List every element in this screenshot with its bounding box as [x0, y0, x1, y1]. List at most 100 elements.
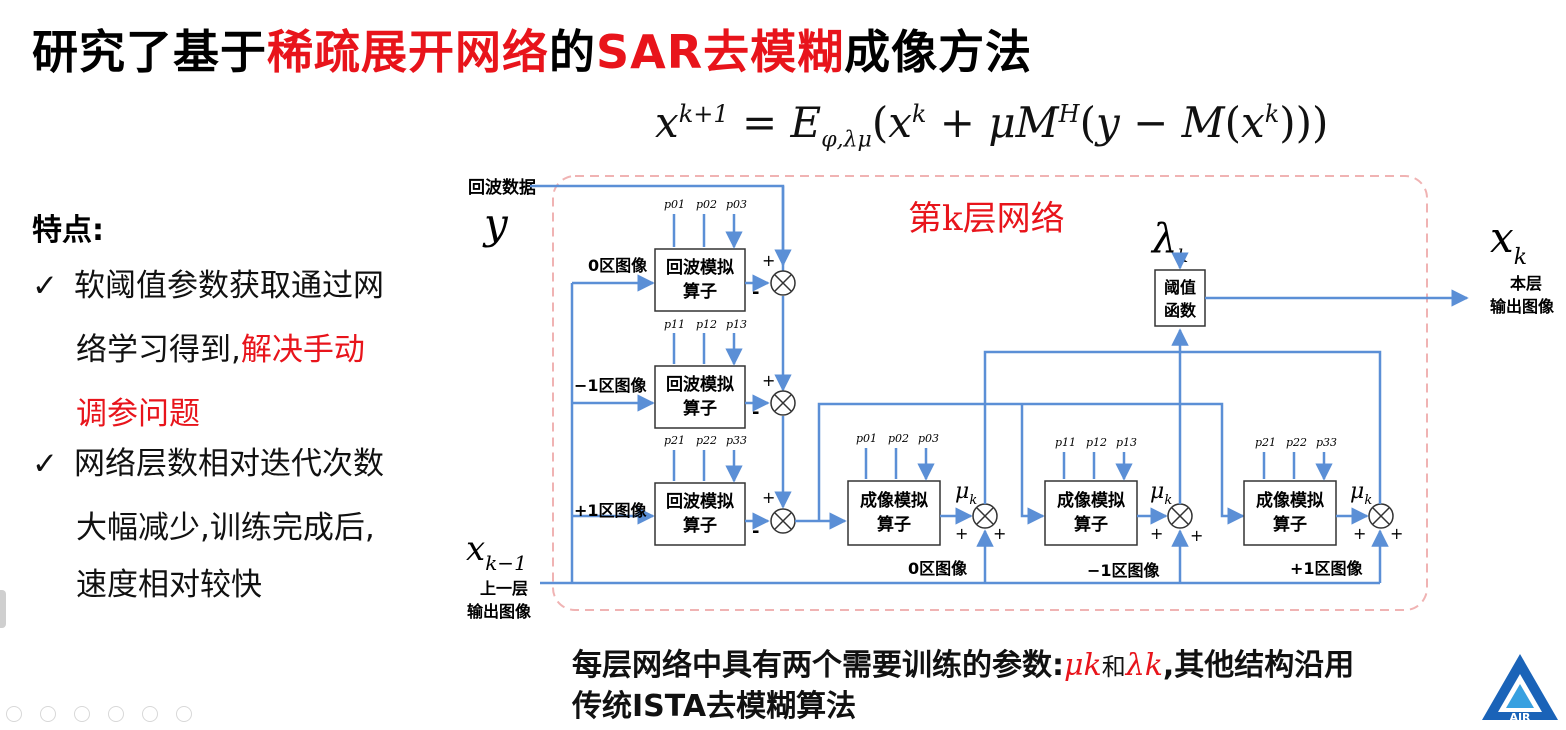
svg-text:+: +: [1150, 524, 1163, 543]
check-icon: ✓: [32, 268, 58, 304]
svg-text:p12: p12: [1086, 436, 1107, 449]
svg-text:p12: p12: [696, 318, 717, 331]
slide-title: 研究了基于稀疏展开网络的SAR去模糊成像方法: [32, 16, 1032, 82]
feature-2-line-1: 网络层数相对迭代次数: [74, 446, 384, 482]
svg-text:+: +: [955, 524, 968, 543]
title-highlight1: 稀疏展开网络: [267, 25, 549, 79]
prev-label-1: 上一层: [480, 579, 528, 598]
lambda-label: λk: [1150, 216, 1188, 267]
input-symbol-y: y: [482, 199, 509, 248]
mu-label-0: μk: [955, 479, 977, 508]
svg-text:p02: p02: [888, 432, 909, 445]
next-icon[interactable]: [40, 706, 56, 722]
title-highlight2: SAR去模糊: [596, 25, 845, 79]
echo-operator-box-plus1: 回波模拟 算子: [654, 482, 746, 546]
svg-text:成像模拟: 成像模拟: [860, 490, 928, 511]
feature-1-line-3: 调参问题: [76, 382, 200, 446]
echo-operator-box-0: 回波模拟 算子: [654, 248, 746, 312]
features-heading: 特点:: [32, 213, 104, 248]
svg-text:成像模拟: 成像模拟: [1057, 490, 1125, 511]
title-part2: 的: [549, 25, 596, 79]
svg-text:算子: 算子: [1073, 514, 1108, 535]
svg-text:+: +: [1190, 526, 1203, 545]
svg-text:算子: 算子: [682, 398, 717, 419]
svg-text:+: +: [1390, 524, 1403, 543]
svg-text:回波模拟: 回波模拟: [666, 257, 734, 278]
svg-text:p13: p13: [726, 318, 747, 331]
svg-text:p11: p11: [664, 318, 685, 331]
caption-line-1: 每层网络中具有两个需要训练的参数:μk和λk,其他结构沿用: [572, 648, 1355, 683]
air-logo: AIR: [1482, 654, 1558, 724]
layer-boundary: [552, 175, 1428, 611]
svg-text:p22: p22: [696, 434, 717, 447]
svg-text:p11: p11: [1055, 436, 1076, 449]
imaging-operator-box-0: 成像模拟 算子: [847, 480, 941, 546]
feature-item-1: ✓ 软阈值参数获取通过网: [32, 254, 384, 318]
output-label-2: 输出图像: [1490, 297, 1555, 316]
svg-text:p21: p21: [664, 434, 685, 447]
slideshow-toolbar: [6, 706, 192, 722]
echo-operator-box-minus1: 回波模拟 算子: [654, 365, 746, 429]
layer-title: 第k层网络: [908, 199, 1065, 239]
svg-text:AIR: AIR: [1509, 711, 1531, 724]
svg-text:成像模拟: 成像模拟: [1256, 490, 1324, 511]
svg-text:阈值: 阈值: [1164, 278, 1196, 297]
echo-params-2: p21 p22 p33: [664, 434, 747, 481]
svg-text:p03: p03: [726, 198, 747, 211]
feature-1-line-2-red: 解决手动: [240, 332, 365, 368]
svg-text:-: -: [752, 402, 759, 423]
slides-icon[interactable]: [108, 706, 124, 722]
side-handle[interactable]: [0, 590, 6, 628]
svg-text:p01: p01: [664, 198, 685, 211]
svg-text:p21: p21: [1255, 436, 1276, 449]
prev-label-2: 输出图像: [467, 602, 532, 621]
svg-text:+: +: [762, 488, 775, 507]
svg-text:p01: p01: [856, 432, 877, 445]
zone-0-bottom-label: 0区图像: [908, 559, 968, 578]
prev-symbol: xk−1: [466, 529, 527, 575]
caption-mu: μk: [1064, 648, 1102, 683]
svg-text:算子: 算子: [876, 514, 911, 535]
imaging-params-2: p21 p22 p33: [1255, 436, 1337, 479]
svg-text:-: -: [752, 282, 759, 303]
feature-1-line-3-red: 调参问题: [76, 396, 200, 432]
imaging-params-1: p11 p12 p13: [1055, 436, 1137, 479]
svg-text:算子: 算子: [682, 281, 717, 302]
svg-text:+: +: [762, 251, 775, 270]
sum-node-echo-2: + -: [752, 488, 796, 542]
pen-icon[interactable]: [74, 706, 90, 722]
zoom-icon[interactable]: [142, 706, 158, 722]
svg-text:算子: 算子: [1272, 514, 1307, 535]
output-symbol: xk: [1490, 213, 1527, 270]
svg-text:回波模拟: 回波模拟: [666, 374, 734, 395]
zone-minus1-label: −1区图像: [574, 376, 648, 395]
feature-2-line-2: 大幅减少,训练完成后,: [76, 510, 375, 546]
caption-line-2: 传统ISTA去模糊算法: [572, 689, 857, 724]
update-formula: xk+1 = Eφ,λμ(xk + μMH(y − M(xk))): [655, 98, 1329, 153]
svg-text:p33: p33: [1316, 436, 1337, 449]
svg-text:p03: p03: [918, 432, 939, 445]
feature-item-2: ✓ 网络层数相对迭代次数: [32, 432, 384, 496]
title-part3: 成像方法: [844, 25, 1033, 79]
sum-node-imaging-0: + +: [955, 503, 1006, 543]
echo-data-label: 回波数据: [468, 177, 536, 198]
imaging-operator-box-minus1: 成像模拟 算子: [1044, 480, 1138, 546]
feature-1-line-1: 软阈值参数获取通过网: [74, 268, 384, 304]
zone-minus1-bottom-label: −1区图像: [1087, 561, 1161, 580]
svg-text:-: -: [752, 521, 759, 542]
sum-node-echo-1: + -: [752, 371, 796, 423]
threshold-function-box: 阈值 函数: [1154, 269, 1206, 327]
check-icon: ✓: [32, 446, 58, 482]
sum-node-imaging-2: + +: [1353, 503, 1403, 543]
more-icon[interactable]: [176, 706, 192, 722]
mu-label-2: μk: [1350, 479, 1372, 508]
imaging-operator-box-plus1: 成像模拟 算子: [1243, 480, 1337, 546]
feature-2-line-3: 速度相对较快: [76, 567, 262, 603]
svg-text:回波模拟: 回波模拟: [666, 491, 734, 512]
zone-0-label: 0区图像: [588, 256, 648, 275]
title-part1: 研究了基于: [32, 25, 267, 79]
prev-icon[interactable]: [6, 706, 22, 722]
svg-text:+: +: [762, 371, 775, 390]
svg-text:p33: p33: [726, 434, 747, 447]
output-label-1: 本层: [1510, 274, 1542, 293]
